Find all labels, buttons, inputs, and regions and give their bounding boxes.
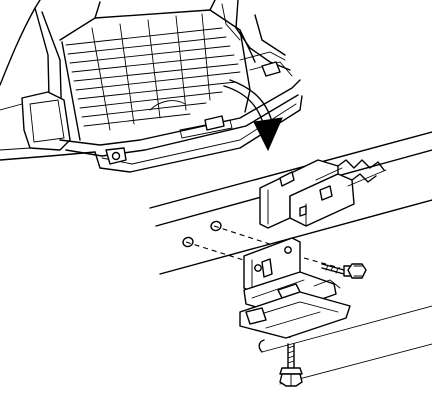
detail-view-arrow — [223, 79, 283, 152]
vehicle-rear-cargo-area — [0, 0, 303, 173]
panel-mounting-holes — [182, 220, 222, 248]
horizontal-bolt — [321, 263, 367, 279]
vertical-bolt — [279, 343, 303, 387]
latch-striker-support-bracket — [259, 159, 387, 229]
latch-striker-bracket — [239, 237, 351, 339]
cargo-floor-ribs — [65, 13, 241, 131]
